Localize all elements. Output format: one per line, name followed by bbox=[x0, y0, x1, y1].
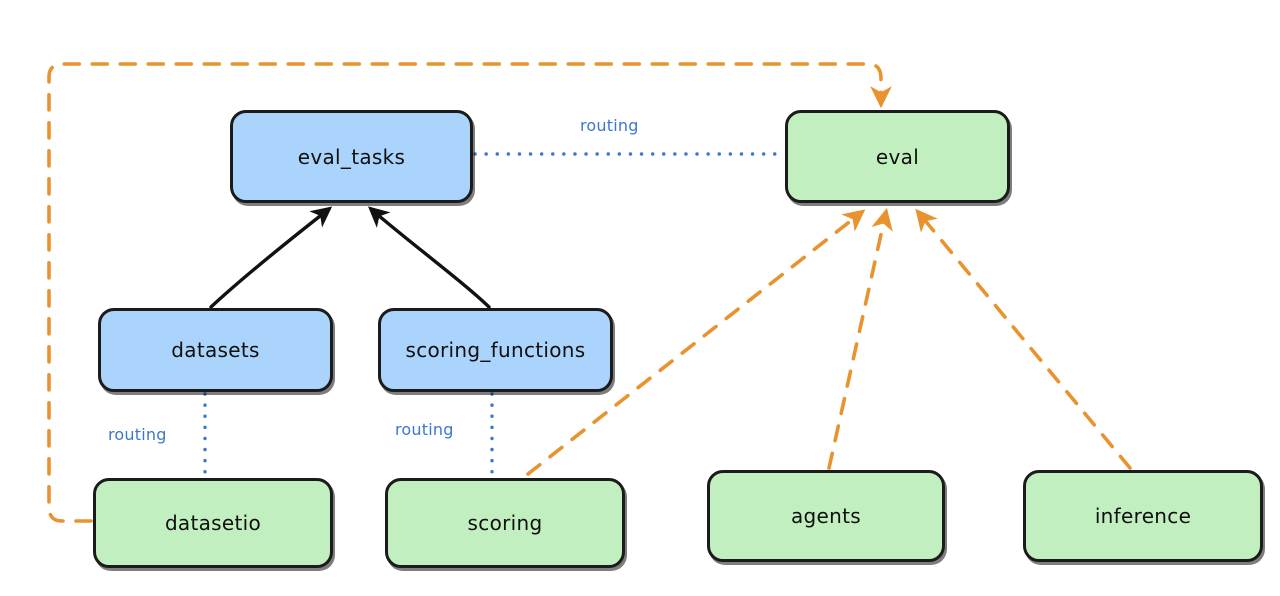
edge-datasetio-to-eval bbox=[47, 62, 892, 523]
edge-datasets-to-eval-tasks bbox=[209, 206, 333, 309]
node-inference[interactable]: inference bbox=[1023, 470, 1263, 562]
edge-scoring-functions-to-eval-tasks bbox=[368, 206, 491, 309]
node-agents[interactable]: agents bbox=[707, 470, 945, 562]
node-datasets[interactable]: datasets bbox=[98, 308, 333, 392]
node-scoring_functions[interactable]: scoring_functions bbox=[378, 308, 613, 392]
edge-inference-to-eval bbox=[915, 208, 1132, 470]
node-label-datasets: datasets bbox=[171, 338, 260, 362]
node-eval_tasks[interactable]: eval_tasks bbox=[230, 110, 473, 203]
edge-scoring-to-eval bbox=[526, 209, 866, 476]
node-scoring[interactable]: scoring bbox=[385, 478, 625, 568]
edge-label-routing-eval-tasks-eval: routing bbox=[580, 116, 639, 135]
node-label-scoring: scoring bbox=[467, 511, 543, 535]
node-label-eval: eval bbox=[875, 144, 920, 169]
node-datasetio[interactable]: datasetio bbox=[93, 478, 333, 568]
node-label-inference: inference bbox=[1094, 504, 1192, 528]
node-label-scoring_functions: scoring_functions bbox=[405, 338, 586, 362]
node-label-datasetio: datasetio bbox=[164, 511, 262, 535]
edge-label-routing-datasets-datasetio: routing bbox=[108, 425, 167, 444]
node-label-agents: agents bbox=[791, 504, 861, 528]
edge-agents-to-eval bbox=[827, 207, 893, 470]
node-label-eval_tasks: eval_tasks bbox=[297, 144, 406, 169]
edge-label-routing-scoring-funcs-scoring: routing bbox=[395, 420, 454, 439]
node-eval[interactable]: eval bbox=[785, 110, 1010, 203]
